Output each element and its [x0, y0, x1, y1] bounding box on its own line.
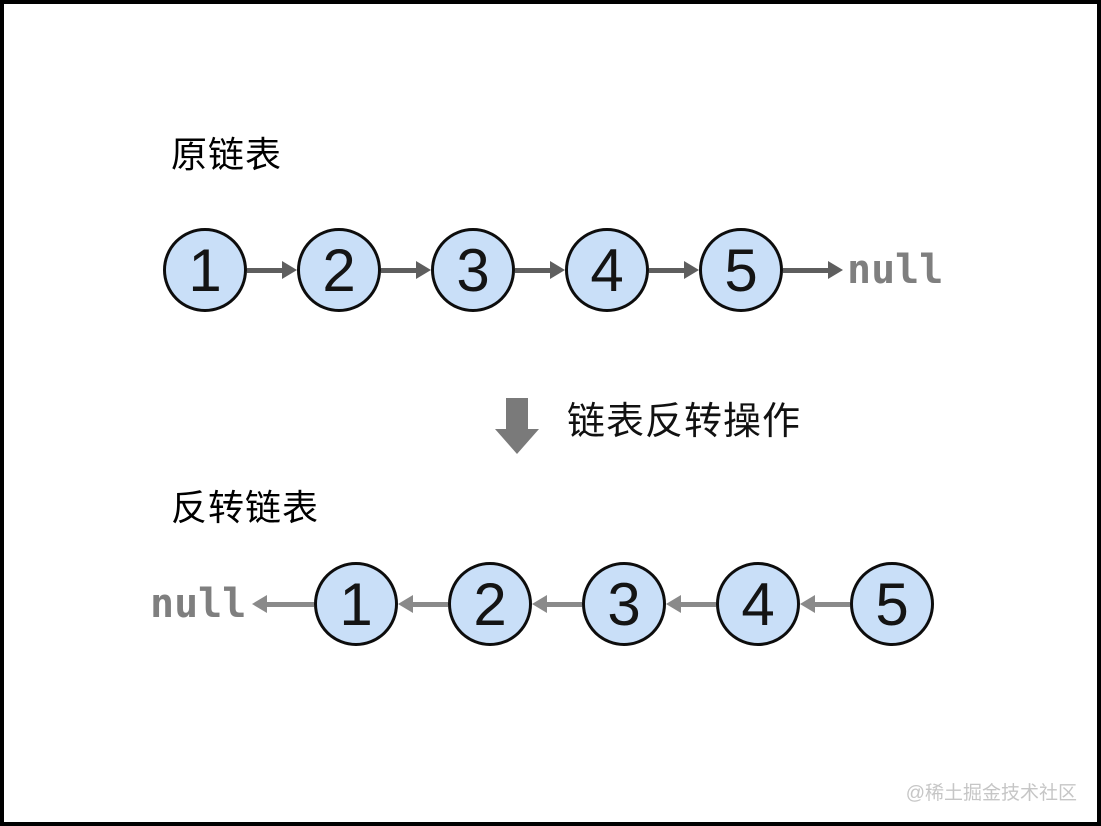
arrow-right-icon — [247, 261, 297, 279]
arrow-left-icon — [398, 595, 448, 613]
reversed-list-title: 反转链表 — [171, 487, 320, 528]
original-list-title: 原链表 — [171, 134, 283, 175]
reversed-null-label: null — [150, 581, 247, 627]
reversed-node-3: 3 — [582, 562, 666, 646]
reversed-node-4: 4 — [716, 562, 800, 646]
arrow-right-icon — [381, 261, 431, 279]
arrow-left-icon — [252, 595, 314, 613]
original-node-1: 1 — [163, 228, 247, 312]
arrow-right-icon — [515, 261, 565, 279]
reversed-node-1: 1 — [314, 562, 398, 646]
arrow-right-icon — [649, 261, 699, 279]
reversed-node-5: 5 — [850, 562, 934, 646]
arrow-left-icon — [666, 595, 716, 613]
arrow-left-icon — [800, 595, 850, 613]
arrow-left-icon — [532, 595, 582, 613]
original-node-2: 2 — [297, 228, 381, 312]
original-node-5: 5 — [699, 228, 783, 312]
original-null-label: null — [847, 247, 944, 293]
operation-label: 链表反转操作 — [567, 401, 802, 443]
original-node-4: 4 — [565, 228, 649, 312]
reversed-node-2: 2 — [448, 562, 532, 646]
arrow-right-icon — [783, 261, 843, 279]
original-node-3: 3 — [431, 228, 515, 312]
watermark: @稀土掘金技术社区 — [905, 783, 1077, 804]
down-arrow-icon — [495, 398, 539, 454]
